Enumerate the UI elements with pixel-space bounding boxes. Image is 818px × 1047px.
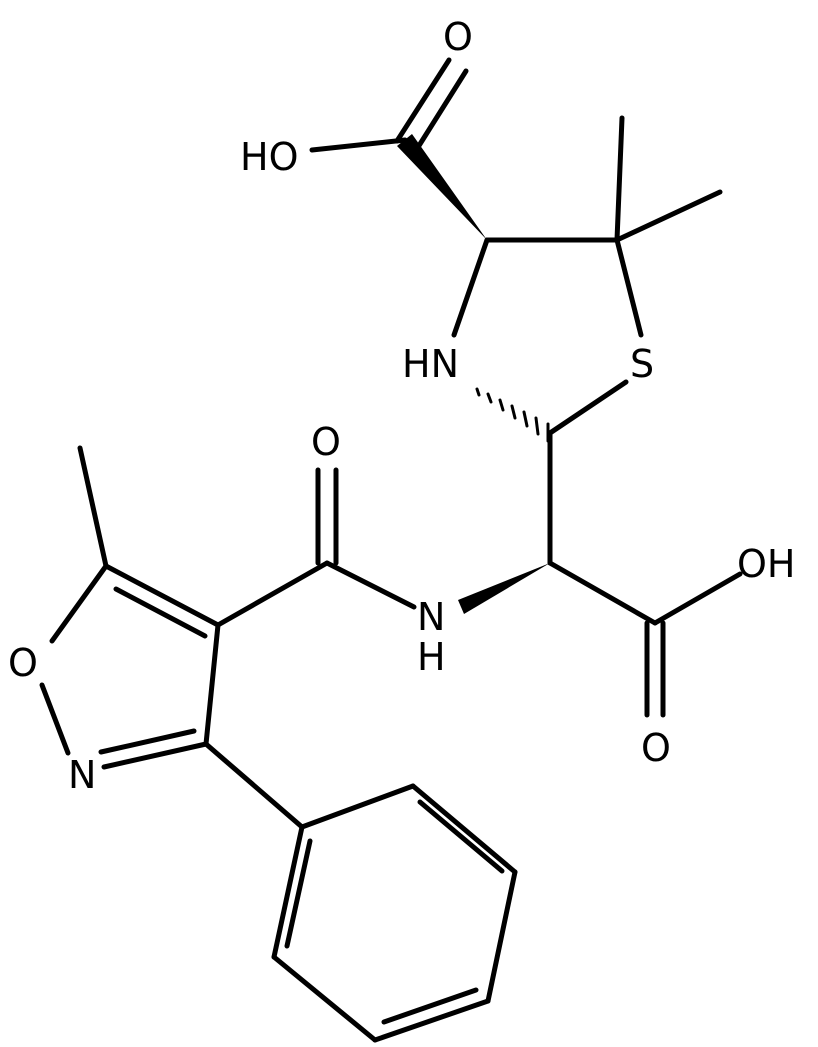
atom-label-o-right: O: [641, 726, 671, 770]
atom-label-n-amide: N: [417, 595, 445, 639]
bond-c4-c5-isox-1: [103, 563, 221, 628]
bond-n-c3-isox-2: [98, 728, 197, 755]
atom-label-o-top: O: [443, 15, 473, 59]
isoxazole-ring: [39, 563, 221, 770]
atom-label-n-isoxazole: N: [68, 753, 96, 797]
bond-carbonyl-c4isox: [215, 560, 330, 628]
atom-label-ho-top: HO: [240, 135, 298, 179]
bond-c3-c4-isox: [203, 622, 221, 747]
hashed-wedge-c2-n: [475, 387, 550, 443]
atom-label-s-ring: S: [630, 342, 654, 386]
bond-cooh-o-1: [394, 57, 452, 144]
wedge-c4-cooh: [397, 134, 487, 240]
thiazolidine-ring: [451, 237, 644, 443]
atom-label-hn-ring: HN: [402, 342, 459, 386]
bond-n-c3-isox-1: [101, 741, 209, 770]
atom-label-h-amide: H: [417, 635, 446, 679]
bond-o-n-isox: [39, 682, 71, 756]
bond-c4-n: [451, 237, 490, 338]
phenyl-ring: [271, 783, 518, 1043]
bond-cooh-oh: [309, 137, 408, 153]
bond-c5-methyl-1: [614, 115, 625, 243]
atom-label-oh-right: OH: [737, 542, 795, 586]
bond-cooh2-oh: [652, 571, 743, 626]
bond-cooh-o-2: [412, 68, 469, 155]
bond-c3-phenyl: [203, 741, 305, 830]
bond-c4-c5-isox-2: [113, 586, 208, 639]
bond-nh-ccarbonyl: [324, 560, 417, 610]
atom-label-o-isoxazole: O: [8, 641, 38, 685]
bond-c5-methyl-2: [614, 189, 723, 243]
bond-c5-s: [614, 237, 644, 338]
bond-isox-methyl: [77, 445, 109, 569]
bond-calpha-cooh: [547, 560, 658, 626]
bond-c5-o-isox: [49, 563, 109, 644]
wedge-calpha-nh: [458, 563, 550, 614]
bond-s-c2: [547, 379, 629, 436]
atom-label-o-amide: O: [311, 420, 341, 464]
